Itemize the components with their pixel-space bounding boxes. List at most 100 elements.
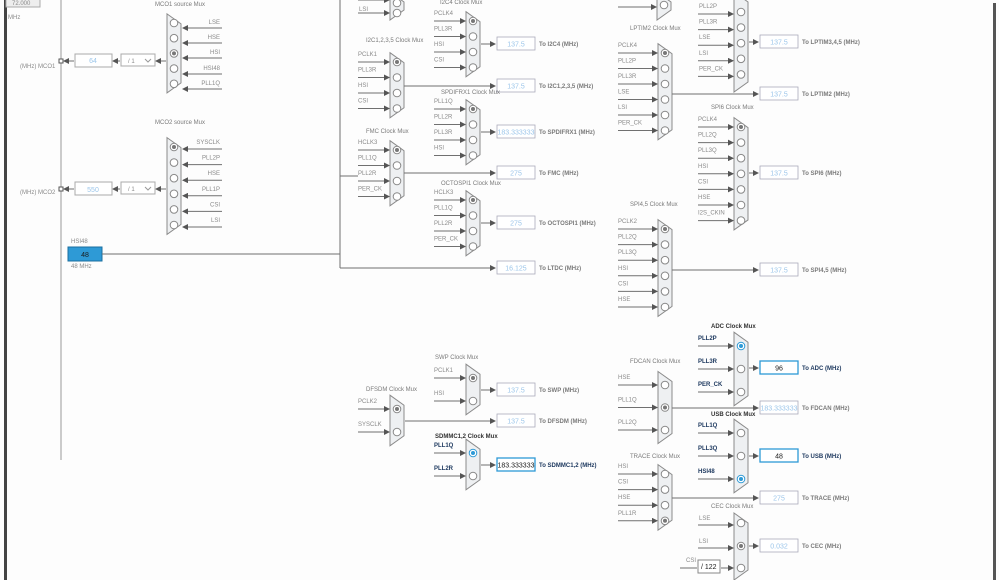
mux-input-radio[interactable] <box>468 226 478 236</box>
cec-csi-divider-box[interactable] <box>697 559 721 574</box>
mux-selected-dot <box>663 51 667 55</box>
mux-input-radio[interactable] <box>169 189 179 199</box>
mux-input-radio[interactable] <box>736 364 746 374</box>
partial-value-box[interactable] <box>5 0 41 8</box>
adc-value-box[interactable] <box>759 360 799 375</box>
dfsdm-mux-title: DFSDM Clock Mux <box>366 387 417 393</box>
lptim2-value-box[interactable] <box>759 86 799 101</box>
octospi1-value-box[interactable] <box>496 215 536 230</box>
spi45-value: 137.5 <box>770 268 788 275</box>
mux-input-radio[interactable] <box>736 518 746 528</box>
mux-input-radio[interactable] <box>660 469 670 479</box>
mux-input-radio[interactable] <box>736 200 746 210</box>
fdcan-value-box[interactable] <box>759 400 799 415</box>
mco1-divider-select[interactable] <box>120 53 156 67</box>
mux-input-radio[interactable] <box>660 110 670 120</box>
mux-input-radio[interactable] <box>660 271 670 281</box>
mux-input-radio[interactable] <box>660 95 670 104</box>
mux-input-radio[interactable] <box>736 185 746 194</box>
ltdc-value-box[interactable] <box>496 260 536 275</box>
mux-input-radio[interactable] <box>660 64 670 73</box>
i2c1235-value-box[interactable] <box>496 78 536 93</box>
mux-input-radio[interactable] <box>660 485 670 494</box>
dfsdm-output-label: To DFSDM (MHz) <box>539 419 587 425</box>
mco1-pin[interactable] <box>58 58 64 64</box>
mux-input-radio[interactable] <box>736 54 746 64</box>
mux-input-radio[interactable] <box>736 70 746 79</box>
mux-input-radio[interactable] <box>169 79 179 89</box>
mux-input-radio[interactable] <box>392 8 402 18</box>
mux-input-radio[interactable] <box>169 173 179 183</box>
mux-input-radio[interactable] <box>169 18 179 28</box>
mux-input-radio[interactable] <box>169 220 179 230</box>
sdmmc12-value-box[interactable] <box>496 457 536 472</box>
mux-input-radio[interactable] <box>660 425 670 435</box>
mco2-pin[interactable] <box>58 186 64 192</box>
mux-input-label: PER_CK <box>618 121 642 127</box>
mco1-value-box[interactable] <box>74 53 113 68</box>
fmc-value-box[interactable] <box>496 165 536 180</box>
mco1-input-label: HSI <box>210 50 220 56</box>
mux-input-radio[interactable] <box>169 64 179 73</box>
mux-input-radio[interactable] <box>392 161 402 170</box>
swp-value-box[interactable] <box>496 382 536 397</box>
spi45-value-box[interactable] <box>759 262 799 277</box>
mux-input-radio[interactable] <box>392 176 402 186</box>
mux-input-radio[interactable] <box>468 47 478 57</box>
mux-input-radio[interactable] <box>660 79 670 89</box>
mux-input-radio[interactable] <box>736 451 746 461</box>
mux-input-radio[interactable] <box>660 255 670 265</box>
mux-input-radio[interactable] <box>468 32 478 41</box>
mux-input-radio[interactable] <box>169 205 179 214</box>
octospi1-mux-title: OCTOSPI1 Clock Mux <box>441 181 501 187</box>
mux-input-radio[interactable] <box>736 216 746 225</box>
mux-input-radio[interactable] <box>736 23 746 32</box>
mux-input-radio[interactable] <box>392 104 402 113</box>
mux-input-radio[interactable] <box>660 126 670 135</box>
mux-input-radio[interactable] <box>736 38 746 48</box>
mux-input-radio[interactable] <box>736 138 746 147</box>
mux-input-radio[interactable] <box>392 192 402 201</box>
mux-input-radio[interactable] <box>392 88 402 98</box>
mco2-divider-select[interactable] <box>120 181 156 195</box>
mux-input-radio[interactable] <box>468 471 478 481</box>
mux-input-radio[interactable] <box>660 302 670 312</box>
mux-input-radio[interactable] <box>468 120 478 129</box>
trace-value-box[interactable] <box>759 490 799 505</box>
usb-value-box[interactable] <box>759 448 799 463</box>
mux-input-label: PLL3R <box>434 130 453 136</box>
mux-input-radio[interactable] <box>736 7 746 17</box>
mux-input-radio[interactable] <box>736 169 746 179</box>
chevron-down-icon <box>144 186 152 191</box>
mux-input-radio[interactable] <box>392 0 402 8</box>
mux-input-radio[interactable] <box>169 33 179 43</box>
mux-input-radio[interactable] <box>392 427 402 437</box>
mco1-input-label: PLL1Q <box>201 81 220 87</box>
mux-input-radio[interactable] <box>660 240 670 249</box>
mux-input-radio[interactable] <box>736 428 746 438</box>
mux-input-radio[interactable] <box>392 73 402 82</box>
mux-input-radio[interactable] <box>468 63 478 72</box>
mux-input-radio[interactable] <box>660 287 670 296</box>
mux-input-radio[interactable] <box>468 151 478 160</box>
mux-input-radio[interactable] <box>468 135 478 145</box>
mco2-input-label: SYSCLK <box>196 140 220 146</box>
mux-input-radio[interactable] <box>736 387 746 397</box>
mux-input-radio[interactable] <box>468 242 478 251</box>
spi6-value-box[interactable] <box>759 165 799 180</box>
mux-input-radio[interactable] <box>468 211 478 220</box>
mux-input-radio[interactable] <box>660 380 670 390</box>
cec-value-box[interactable] <box>759 538 799 553</box>
mux-input-radio[interactable] <box>736 563 746 573</box>
mco2-value-box[interactable] <box>74 181 113 196</box>
mux-input-radio[interactable] <box>659 0 669 10</box>
mux-input-radio[interactable] <box>736 153 746 163</box>
i2c4-value-box[interactable] <box>496 36 536 51</box>
mux-input-radio[interactable] <box>169 158 179 167</box>
lptim345-value-box[interactable] <box>759 34 799 49</box>
dfsdm-value-box[interactable] <box>496 413 536 428</box>
mux-input-radio[interactable] <box>468 396 478 406</box>
sdmmc12-mux-shape <box>465 438 481 491</box>
spdifrx1-value-box[interactable] <box>496 124 536 139</box>
mux-input-radio[interactable] <box>660 500 670 510</box>
